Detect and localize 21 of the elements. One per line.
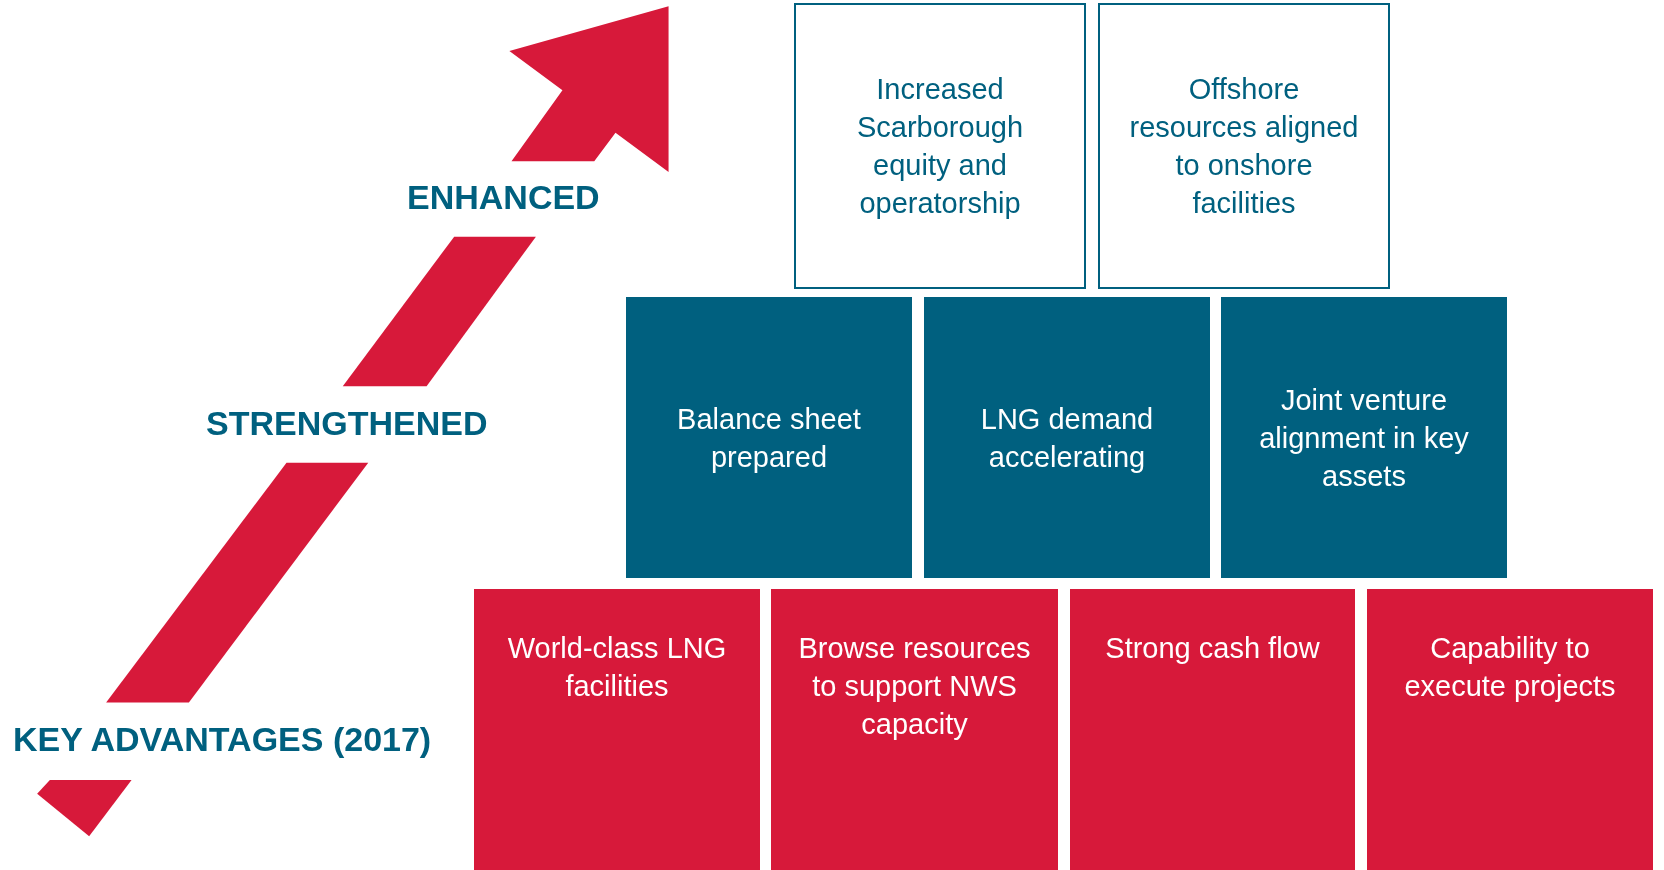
- advantage-box: [924, 297, 1210, 578]
- box-text: World-class LNG facilities: [506, 631, 728, 704]
- stage-label: KEY ADVANTAGES (2017): [13, 720, 432, 759]
- stage-label: STRENGTHENED: [206, 404, 488, 443]
- box-text: Balance sheet prepared: [676, 401, 862, 475]
- box-text: Browse resources to support NWS capacity: [797, 631, 1032, 742]
- box-text: Capability to execute projects: [1403, 631, 1617, 704]
- advantage-box: [794, 3, 1086, 289]
- box-text: Increased Scarborough equity and operatorship: [855, 72, 1025, 221]
- box-text: Offshore resources aligned to onshore facilities: [1128, 72, 1360, 221]
- box-text: LNG demand accelerating: [979, 401, 1155, 475]
- advantage-box: [474, 589, 760, 870]
- advantage-box: [1367, 589, 1653, 870]
- advantage-box: [771, 589, 1058, 870]
- advantage-box: [1221, 297, 1507, 578]
- advantage-box: [1070, 589, 1355, 870]
- box-text: Strong cash flow: [1105, 631, 1320, 666]
- box-text: Joint venture alignment in key assets: [1258, 382, 1470, 494]
- advantage-box: [1098, 3, 1390, 289]
- stage-label: ENHANCED: [407, 178, 600, 217]
- advantage-box: [626, 297, 912, 578]
